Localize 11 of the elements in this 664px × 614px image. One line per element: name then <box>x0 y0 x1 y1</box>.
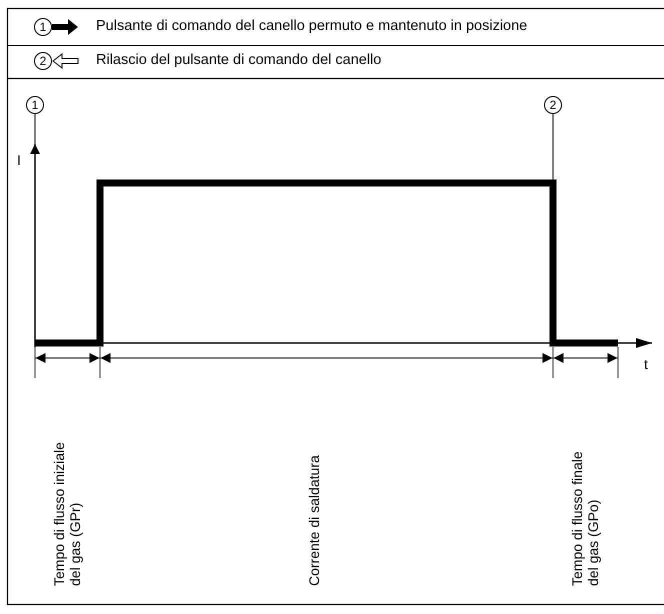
callout-number: 1 <box>26 96 44 114</box>
axis-label: t <box>644 356 648 372</box>
dimension-label: Corrente di saldatura <box>306 454 322 586</box>
callout-number: 1 <box>34 18 52 36</box>
dimension-label: Tempo di flusso iniziale del gas (GPr) <box>51 441 83 586</box>
legend-text: Rilascio del pulsante di comando del canello <box>96 52 382 68</box>
axis-label: I <box>17 152 21 168</box>
legend-text: Pulsante di comando del canello permuto e mantenuto in posizione <box>96 18 528 34</box>
dimension-label: Tempo di flusso finale del gas (GPo) <box>569 450 601 586</box>
callout-number: 2 <box>34 52 52 70</box>
callout-number: 2 <box>544 96 562 114</box>
